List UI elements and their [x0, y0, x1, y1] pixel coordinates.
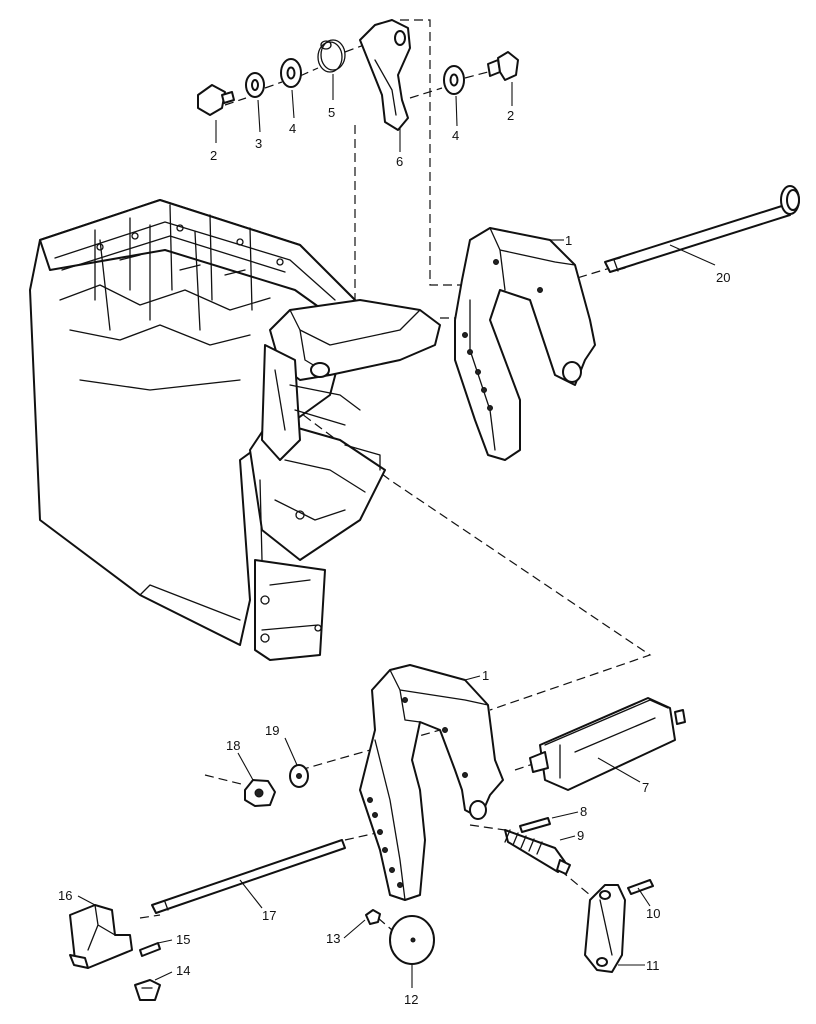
callout-12: 12 [404, 992, 418, 1007]
callout-9: 9 [577, 828, 584, 843]
callout-11: 11 [646, 958, 660, 973]
nut-washer [244, 764, 309, 807]
callout-18: 18 [226, 738, 240, 753]
tilt-lock [69, 904, 161, 1001]
clamp-bracket-lower [359, 664, 504, 901]
callout-1-lower: 1 [482, 668, 489, 683]
clamp-handle [529, 697, 686, 791]
callout-2-left: 2 [210, 148, 217, 163]
clamp-screw [504, 817, 571, 875]
tilt-rod [151, 839, 346, 914]
callout-8: 8 [580, 804, 587, 819]
callout-4-right: 4 [452, 128, 459, 143]
callout-15: 15 [176, 932, 190, 947]
callout-1-upper: 1 [565, 233, 572, 248]
callout-5: 5 [328, 105, 335, 120]
callout-14: 14 [176, 963, 190, 978]
callout-16: 16 [58, 888, 72, 903]
callout-10: 10 [646, 906, 660, 921]
callout-leaders [77, 74, 716, 988]
callout-labels: 2 3 4 5 6 4 2 1 20 1 19 18 7 8 9 16 17 1… [58, 105, 730, 1007]
callout-20: 20 [716, 270, 730, 285]
callout-19: 19 [265, 723, 279, 738]
swing-lever [584, 879, 654, 973]
callout-4-left: 4 [289, 121, 296, 136]
callout-17: 17 [262, 908, 276, 923]
callout-13: 13 [326, 931, 340, 946]
clamp-bracket-upper [454, 227, 596, 461]
callout-7: 7 [642, 780, 649, 795]
callout-6: 6 [396, 154, 403, 169]
through-bolt [604, 185, 800, 273]
callout-2-right: 2 [507, 108, 514, 123]
top-hardware [197, 19, 519, 131]
disk-screw [365, 909, 435, 965]
swivel-block [261, 299, 441, 461]
callout-3: 3 [255, 136, 262, 151]
exhaust-housing [29, 199, 386, 661]
